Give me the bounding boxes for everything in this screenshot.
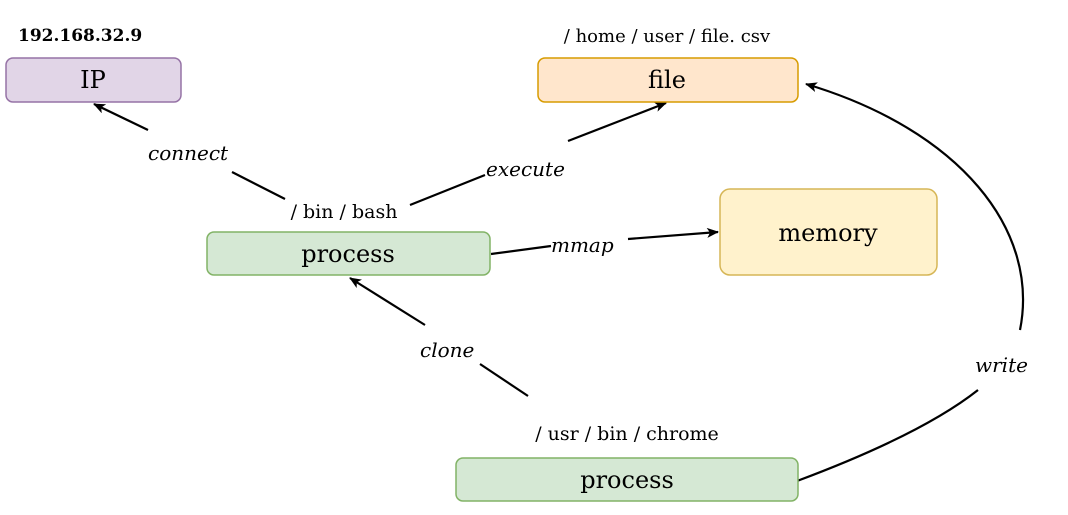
file-label: file [648, 66, 686, 94]
process-chrome-path-annotation: / usr / bin / chrome [535, 423, 719, 445]
edge-mmap: mmap [490, 227, 719, 257]
edge-connect-line-upper [93, 103, 149, 131]
memory-label: memory [778, 219, 878, 247]
ip-box [5, 57, 182, 103]
edge-connect: connect [93, 103, 286, 200]
edge-clone: clone [349, 277, 529, 397]
edge-execute-line-lower [409, 173, 486, 207]
edge-clone-line-upper [349, 277, 426, 326]
process-bash-box [206, 231, 491, 276]
edge-write: write [796, 82, 1028, 483]
ip-address-annotation: 192.168.32.9 [18, 26, 142, 46]
node-memory[interactable]: memory [719, 188, 938, 276]
process-chrome-label: process [580, 466, 674, 494]
edge-connect-line-lower [231, 171, 286, 200]
ip-label: IP [80, 66, 106, 94]
edge-mmap-label: mmap [551, 233, 614, 257]
node-ip[interactable]: 192.168.32.9 IP [5, 26, 182, 103]
edge-write-curve-lower [796, 389, 979, 483]
edge-clone-line-lower [479, 363, 529, 397]
node-process-chrome[interactable]: / usr / bin / chrome process [455, 423, 799, 502]
process-bash-path-annotation: / bin / bash [291, 201, 398, 223]
edge-execute: execute [409, 101, 667, 207]
edge-write-curve-upper [805, 82, 1025, 331]
edge-clone-label: clone [420, 338, 474, 362]
node-process-bash[interactable]: / bin / bash process [206, 201, 491, 276]
file-path-annotation: / home / user / file. csv [564, 26, 771, 47]
edge-execute-line-upper [567, 101, 667, 143]
edge-connect-label: connect [148, 141, 229, 165]
edge-write-label: write [975, 353, 1028, 377]
edge-mmap-line-left [490, 244, 552, 256]
edge-execute-label: execute [486, 157, 565, 181]
process-chrome-box [455, 457, 799, 502]
file-box [537, 57, 799, 103]
edge-mmap-line-right [627, 227, 719, 241]
process-bash-label: process [301, 240, 395, 268]
node-file[interactable]: / home / user / file. csv file [537, 26, 799, 103]
memory-box [719, 188, 938, 276]
